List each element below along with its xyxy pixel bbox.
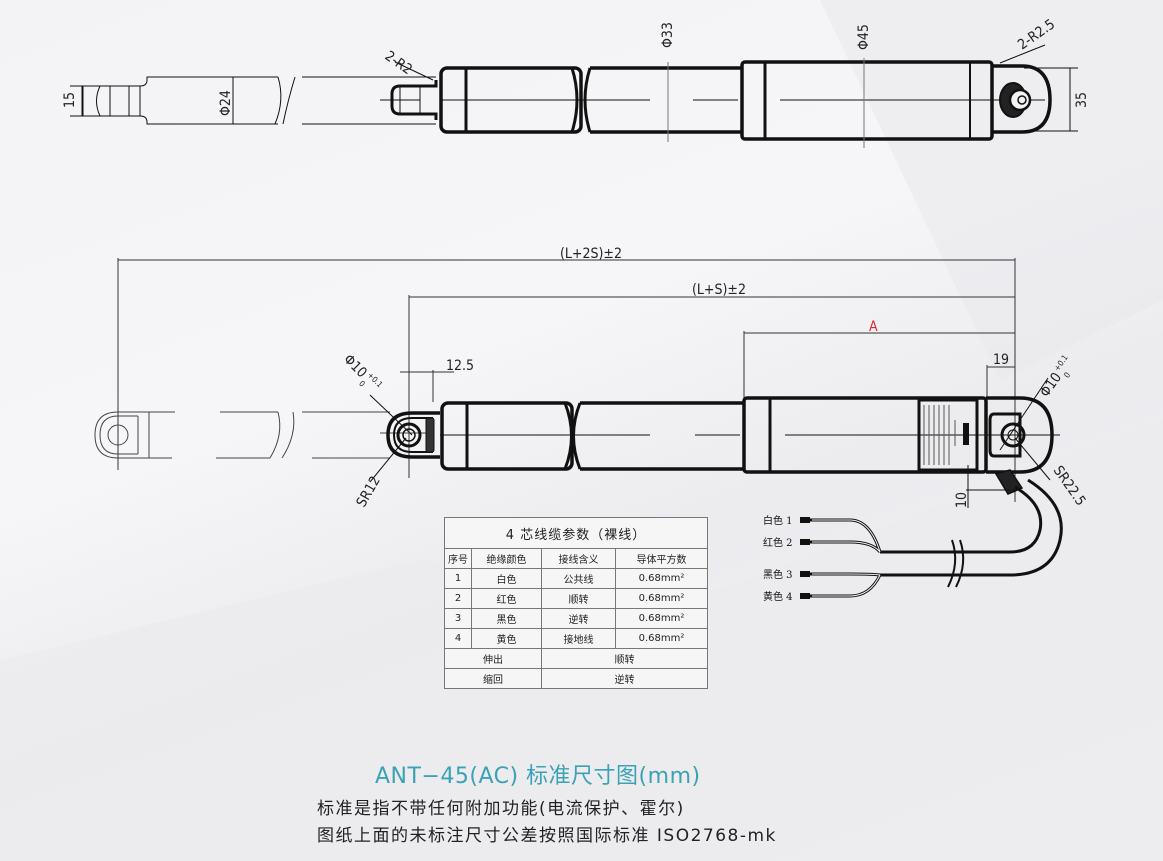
table-row: 3 黑色 逆转 0.68mm² bbox=[444, 608, 708, 629]
table-header-row: 序号 绝缘颜色 接线含义 导体平方数 bbox=[444, 548, 708, 569]
caption-title: ANT−45(AC) 标准尺寸图(mm) bbox=[375, 764, 701, 789]
cell-color: 黑色 bbox=[471, 608, 542, 629]
table-motion-row: 伸出 顺转 bbox=[444, 648, 708, 669]
dim-right-hole-tol-lower: 0 bbox=[1062, 370, 1072, 379]
cell-no: 3 bbox=[444, 608, 472, 629]
cell-no: 4 bbox=[444, 628, 472, 649]
table-row: 2 红色 顺转 0.68mm² bbox=[444, 588, 708, 609]
table-row: 4 黄色 接地线 0.68mm² bbox=[444, 628, 708, 649]
dim-fillet-right: 2-R2.5 bbox=[1015, 16, 1058, 53]
caption-note-2: 图纸上面的未标注尺寸公差按照国际标准 ISO2768-mk bbox=[317, 826, 777, 846]
dim-right-offset: 19 bbox=[993, 352, 1009, 368]
dim-right-hole: Φ10 bbox=[1037, 370, 1065, 400]
dim-body-length-A: A bbox=[869, 319, 878, 335]
cell-area: 0.68mm² bbox=[615, 628, 708, 649]
cell-area: 0.68mm² bbox=[615, 608, 708, 629]
caption-note-1: 标准是指不带任何附加功能(电流保护、霍尔) bbox=[317, 799, 685, 819]
table-motion-row: 缩回 逆转 bbox=[444, 668, 708, 689]
cell-meaning: 逆转 bbox=[541, 608, 616, 629]
dim-outer-tube-diameter: Φ45 bbox=[856, 24, 872, 50]
dim-left-hole-tol-upper: +0.1 bbox=[366, 371, 385, 390]
dim-full-stroke-length: (L+2S)±2 bbox=[560, 246, 622, 262]
cell-color: 黄色 bbox=[471, 628, 542, 649]
cell-action: 缩回 bbox=[444, 668, 542, 689]
header-insulation-color: 绝缘颜色 bbox=[471, 548, 542, 569]
product-label-plate bbox=[917, 398, 979, 472]
wire-label-black: 黑色 3 bbox=[763, 570, 793, 581]
dim-left-offset: 12.5 bbox=[446, 358, 474, 374]
cell-no: 2 bbox=[444, 588, 472, 609]
dim-right-radius: SR22.5 bbox=[1050, 463, 1089, 509]
cell-area: 0.68mm² bbox=[615, 588, 708, 609]
cell-color: 白色 bbox=[471, 568, 542, 589]
header-wire-meaning: 接线含义 bbox=[541, 548, 616, 569]
dim-rod-width: 15 bbox=[62, 92, 78, 108]
cell-meaning: 顺转 bbox=[541, 588, 616, 609]
table-row: 1 白色 公共线 0.68mm² bbox=[444, 568, 708, 589]
dim-right-hole-tol-upper: +0.1 bbox=[1052, 353, 1069, 372]
cell-color: 红色 bbox=[471, 588, 542, 609]
cell-direction: 顺转 bbox=[541, 648, 708, 669]
cell-area: 0.68mm² bbox=[615, 568, 708, 589]
header-no: 序号 bbox=[444, 548, 472, 569]
dim-clevis-width: 35 bbox=[1074, 92, 1090, 108]
cell-meaning: 公共线 bbox=[541, 568, 616, 589]
table-title: 4 芯线缆参数（裸线） bbox=[444, 517, 708, 549]
wire-label-white: 白色 1 bbox=[763, 516, 793, 527]
top-view bbox=[70, 44, 1078, 148]
wire-label-red: 红色 2 bbox=[763, 538, 793, 549]
dim-cable-offset: 10 bbox=[954, 492, 970, 508]
cable-spec-table: 4 芯线缆参数（裸线） 序号 绝缘颜色 接线含义 导体平方数 1 白色 公共线 … bbox=[444, 517, 708, 689]
cell-no: 1 bbox=[444, 568, 472, 589]
dim-retracted-length: (L+S)±2 bbox=[692, 282, 746, 298]
cell-meaning: 接地线 bbox=[541, 628, 616, 649]
dim-inner-tube-diameter: Φ33 bbox=[660, 22, 676, 48]
dim-rod-diameter: Φ24 bbox=[218, 90, 234, 116]
dim-fillet-left: 2-R2 bbox=[382, 48, 415, 78]
wire-label-yellow: 黄色 4 bbox=[763, 592, 793, 603]
header-conductor-area: 导体平方数 bbox=[615, 548, 708, 569]
side-view bbox=[94, 258, 1063, 599]
cell-direction: 逆转 bbox=[541, 668, 708, 689]
cell-action: 伸出 bbox=[444, 648, 542, 669]
dim-left-radius: SR12 bbox=[354, 474, 384, 510]
dim-left-hole-tol-lower: 0 bbox=[357, 379, 367, 389]
